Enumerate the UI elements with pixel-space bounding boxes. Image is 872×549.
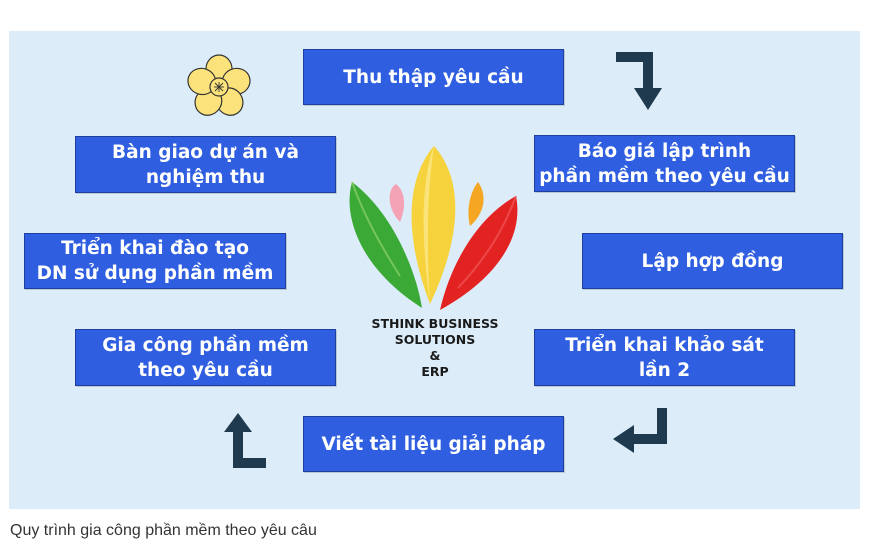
step-gia-cong: Gia công phần mềm theo yêu cầu (75, 329, 336, 386)
flower-icon (187, 54, 251, 116)
step-dao-tao: Triển khai đào tạo DN sử dụng phần mềm (24, 233, 286, 289)
logo-text-line1: STHINK BUSINESS (371, 316, 499, 331)
logo-text-line4: ERP (421, 364, 449, 379)
figure-caption: Quy trình gia công phần mềm theo yêu câu (10, 522, 317, 539)
step-bao-gia: Báo giá lập trình phần mềm theo yêu cầu (534, 135, 795, 192)
arrow-down-left-icon (613, 408, 667, 453)
logo-text: STHINK BUSINESS SOLUTIONS & ERP (355, 316, 515, 380)
arrow-down-right-icon (616, 52, 662, 110)
logo-text-line3: & (429, 348, 441, 363)
arrow-up-icon (224, 413, 266, 468)
step-lap-hop-dong: Lập hợp đồng (582, 233, 843, 289)
logo-text-line2: SOLUTIONS (394, 332, 476, 347)
step-ban-giao: Bàn giao dự án và nghiệm thu (75, 136, 336, 193)
sthink-logo (349, 146, 518, 310)
step-thu-thap-yeu-cau: Thu thập yêu cầu (303, 49, 564, 105)
step-viet-tai-lieu: Viết tài liệu giải pháp (303, 416, 564, 472)
step-trien-khai-khao-sat: Triển khai khảo sát lần 2 (534, 329, 795, 386)
